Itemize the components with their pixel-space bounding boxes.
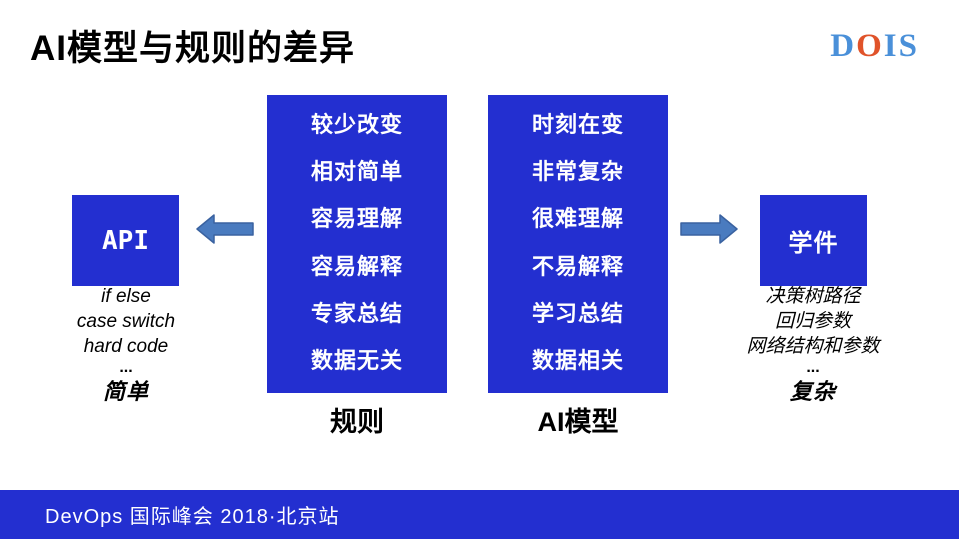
ai-model-column-label: AI模型 bbox=[537, 407, 619, 437]
ai-model-item: 时刻在变 bbox=[531, 111, 624, 137]
ai-model-item: 学习总结 bbox=[531, 300, 624, 326]
rules-item: 相对简单 bbox=[310, 158, 403, 184]
note-line: if else bbox=[101, 286, 151, 307]
rules-summary: 简单 bbox=[102, 379, 149, 404]
api-box: API bbox=[72, 195, 179, 286]
learnware-box: 学件 bbox=[760, 195, 867, 286]
dois-logo: DOIS bbox=[830, 28, 919, 65]
rules-item: 专家总结 bbox=[310, 300, 403, 326]
rules-item: 容易理解 bbox=[310, 206, 403, 232]
rules-item: 数据无关 bbox=[310, 348, 403, 374]
note-line: 决策树路径 bbox=[765, 286, 861, 307]
ai-model-item: 不易解释 bbox=[531, 253, 624, 279]
logo-letter: S bbox=[898, 28, 919, 64]
learnware-box-label: 学件 bbox=[788, 230, 839, 257]
rules-column: 较少改变 相对简单 容易理解 容易解释 专家总结 数据无关 bbox=[267, 95, 447, 393]
logo-letter: O bbox=[856, 28, 884, 64]
rules-examples: if else case switch hard code ... 简单 bbox=[30, 284, 222, 404]
ellipsis: ... bbox=[119, 359, 133, 376]
rules-column-label: 规则 bbox=[330, 407, 384, 437]
logo-letter: D bbox=[830, 28, 857, 64]
ai-model-examples: 决策树路径 回归参数 网络结构和参数 ... 复杂 bbox=[700, 284, 926, 404]
rules-item: 较少改变 bbox=[310, 111, 403, 137]
ai-model-summary: 复杂 bbox=[789, 379, 836, 404]
page-title: AI模型与规则的差异 bbox=[30, 29, 356, 68]
api-box-label: API bbox=[102, 225, 149, 256]
ai-model-column: 时刻在变 非常复杂 很难理解 不易解释 学习总结 数据相关 bbox=[488, 95, 668, 393]
logo-letter: I bbox=[883, 28, 899, 64]
arrow-left-icon bbox=[196, 214, 254, 244]
rules-item: 容易解释 bbox=[310, 253, 403, 279]
ai-model-item: 非常复杂 bbox=[531, 158, 624, 184]
ai-model-item: 很难理解 bbox=[531, 206, 624, 232]
note-line: 网络结构和参数 bbox=[746, 336, 880, 357]
footer-bar: DevOps 国际峰会 2018·北京站 bbox=[0, 490, 959, 539]
footer-text: DevOps 国际峰会 2018·北京站 bbox=[45, 506, 340, 528]
ai-model-item: 数据相关 bbox=[531, 348, 624, 374]
arrow-right-icon bbox=[680, 214, 738, 244]
ellipsis: ... bbox=[806, 359, 820, 376]
note-line: case switch bbox=[76, 311, 176, 332]
note-line: hard code bbox=[83, 336, 169, 357]
note-line: 回归参数 bbox=[774, 311, 851, 332]
